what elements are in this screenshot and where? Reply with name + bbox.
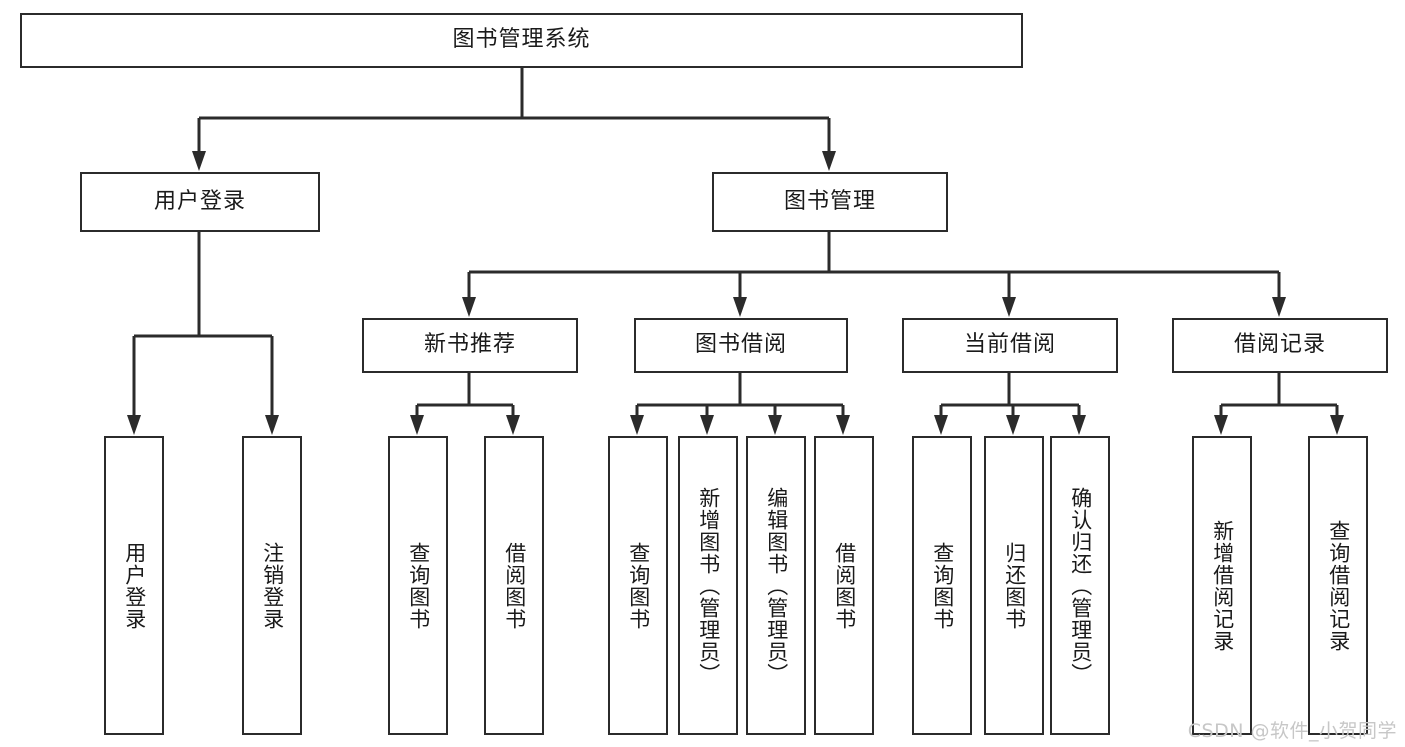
node-leaf-查询图书-4[interactable]: 查询图书 bbox=[608, 436, 668, 735]
node-label: 图书管理系统 bbox=[452, 27, 591, 53]
node-l2-图书管理-1[interactable]: 图书管理 bbox=[712, 172, 948, 232]
node-leaf-查询图书-2[interactable]: 查询图书 bbox=[388, 436, 448, 735]
arrowhead-icon bbox=[630, 415, 644, 435]
node-leaf-用户登录-0[interactable]: 用户登录 bbox=[104, 436, 164, 735]
node-label: 查询图书 bbox=[406, 541, 431, 630]
arrowhead-icon bbox=[462, 297, 476, 317]
arrowhead-icon bbox=[1002, 297, 1016, 317]
arrowhead-icon bbox=[410, 415, 424, 435]
node-leaf-新增图书管理员-5[interactable]: 新增图书（管理员） bbox=[678, 436, 738, 735]
node-label: 新增图书（管理员） bbox=[696, 486, 721, 685]
node-l3-当前借阅-2[interactable]: 当前借阅 bbox=[902, 318, 1118, 373]
node-label: 归还图书 bbox=[1002, 541, 1027, 630]
node-label: 当前借阅 bbox=[963, 332, 1056, 358]
arrowhead-icon bbox=[733, 297, 747, 317]
arrowhead-icon bbox=[127, 415, 141, 435]
node-leaf-新增借阅记录-11[interactable]: 新增借阅记录 bbox=[1192, 436, 1252, 735]
node-label: 图书管理 bbox=[783, 188, 876, 214]
arrowhead-icon bbox=[822, 151, 836, 171]
node-label: 借阅图书 bbox=[832, 541, 857, 630]
node-l3-新书推荐-0[interactable]: 新书推荐 bbox=[362, 318, 578, 373]
node-label: 注销登录 bbox=[260, 541, 285, 630]
arrowhead-icon bbox=[1006, 415, 1020, 435]
node-label: 查询图书 bbox=[930, 541, 955, 630]
arrowhead-icon bbox=[836, 415, 850, 435]
node-leaf-注销登录-1[interactable]: 注销登录 bbox=[242, 436, 302, 735]
node-label: 查询图书 bbox=[626, 541, 651, 630]
node-leaf-编辑图书管理员-6[interactable]: 编辑图书（管理员） bbox=[746, 436, 806, 735]
node-label: 用户登录 bbox=[122, 541, 147, 630]
node-leaf-确认归还管理员-10[interactable]: 确认归还（管理员） bbox=[1050, 436, 1110, 735]
node-leaf-归还图书-9[interactable]: 归还图书 bbox=[984, 436, 1044, 735]
node-label: 编辑图书（管理员） bbox=[764, 486, 789, 685]
node-label: 用户登录 bbox=[153, 188, 246, 214]
arrowhead-icon bbox=[700, 415, 714, 435]
node-leaf-查询借阅记录-12[interactable]: 查询借阅记录 bbox=[1308, 436, 1368, 735]
node-leaf-借阅图书-3[interactable]: 借阅图书 bbox=[484, 436, 544, 735]
node-l3-图书借阅-1[interactable]: 图书借阅 bbox=[634, 318, 848, 373]
watermark: CSDN @软件_小贺同学 bbox=[1187, 720, 1397, 742]
arrowhead-icon bbox=[1214, 415, 1228, 435]
arrowhead-icon bbox=[1272, 297, 1286, 317]
node-label: 确认归还（管理员） bbox=[1068, 486, 1093, 685]
arrowhead-icon bbox=[768, 415, 782, 435]
node-l2-用户登录-0[interactable]: 用户登录 bbox=[80, 172, 320, 232]
node-root-图书管理系统-0[interactable]: 图书管理系统 bbox=[20, 13, 1023, 68]
node-label: 新增借阅记录 bbox=[1210, 519, 1235, 652]
node-label: 查询借阅记录 bbox=[1326, 519, 1351, 652]
arrowhead-icon bbox=[506, 415, 520, 435]
node-label: 图书借阅 bbox=[694, 332, 787, 358]
node-label: 借阅记录 bbox=[1233, 332, 1326, 358]
node-leaf-借阅图书-7[interactable]: 借阅图书 bbox=[814, 436, 874, 735]
arrowhead-icon bbox=[1072, 415, 1086, 435]
arrowhead-icon bbox=[934, 415, 948, 435]
node-leaf-查询图书-8[interactable]: 查询图书 bbox=[912, 436, 972, 735]
node-label: 新书推荐 bbox=[423, 332, 516, 358]
node-label: 借阅图书 bbox=[502, 541, 527, 630]
arrowhead-icon bbox=[265, 415, 279, 435]
arrowhead-icon bbox=[1330, 415, 1344, 435]
arrowhead-icon bbox=[192, 151, 206, 171]
node-l3-借阅记录-3[interactable]: 借阅记录 bbox=[1172, 318, 1388, 373]
